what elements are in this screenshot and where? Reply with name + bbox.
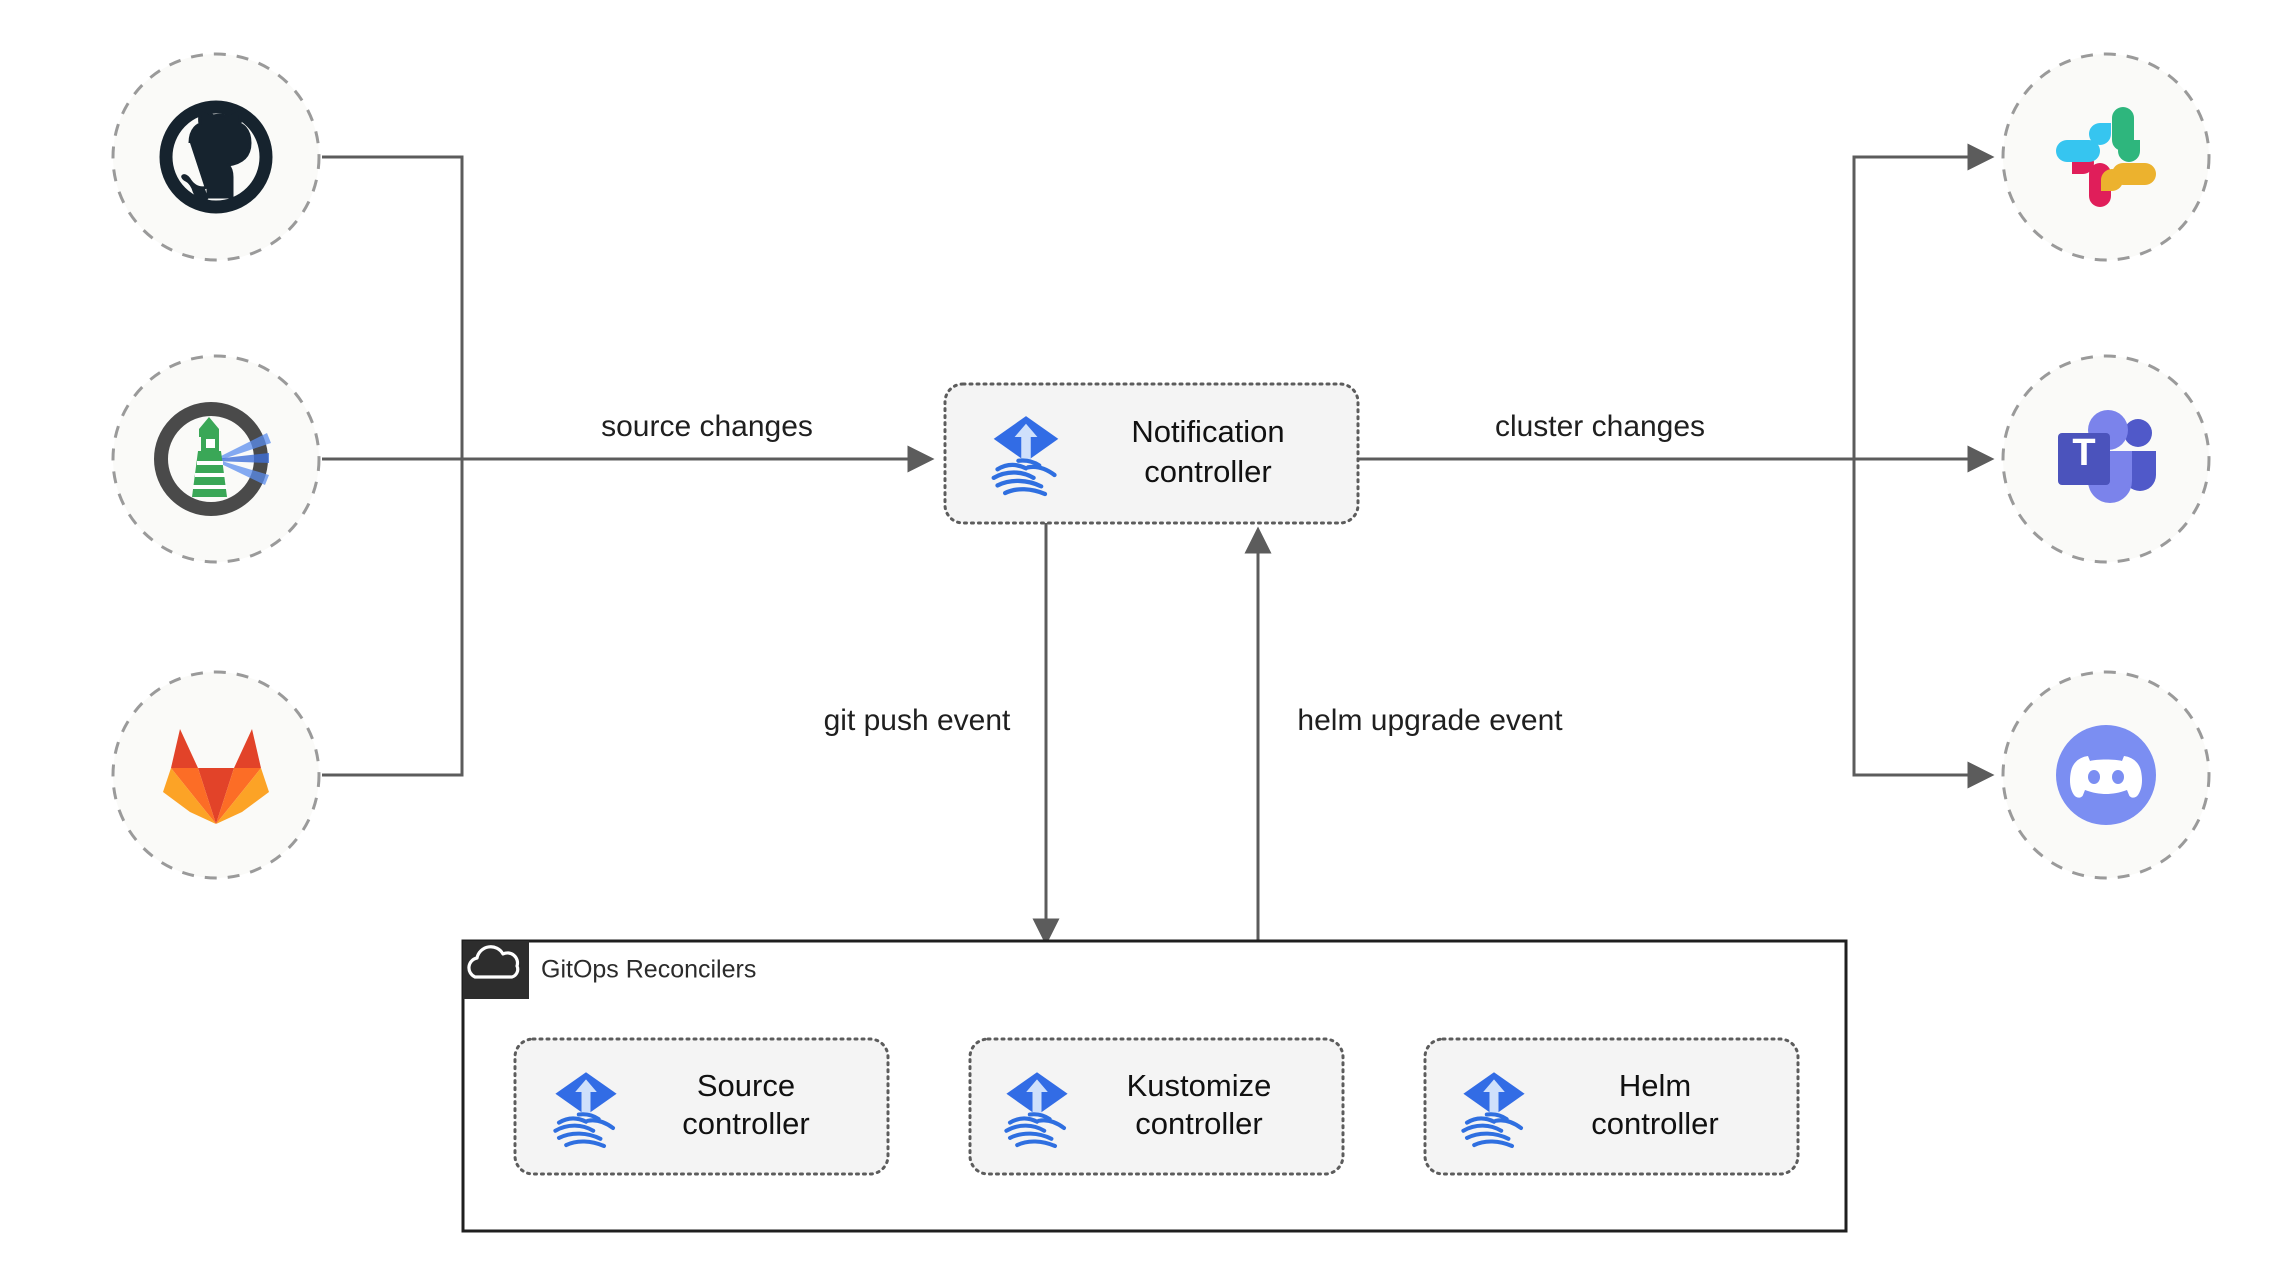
edge-label-cluster-changes: cluster changes [1495, 410, 1705, 443]
source-node-github[interactable] [111, 52, 321, 262]
source-controller-label-2: controller [682, 1106, 810, 1141]
edge-git-push-event: git push event [824, 523, 1060, 946]
source-controller-label-1: Source [697, 1068, 795, 1103]
helm-controller-node[interactable]: Helm controller [1423, 1037, 1800, 1176]
source-node-flux[interactable] [111, 354, 321, 564]
kustomize-controller-label-1: Kustomize [1127, 1068, 1272, 1103]
edge-source-changes: source changes [322, 155, 935, 777]
source-controller-node[interactable]: Source controller [513, 1037, 890, 1176]
destination-node-slack[interactable] [2001, 52, 2211, 262]
destination-node-teams[interactable] [2001, 354, 2211, 564]
discord-icon [2056, 725, 2156, 825]
source-node-gitlab[interactable] [111, 670, 321, 880]
kustomize-controller-node[interactable]: Kustomize controller [968, 1037, 1345, 1176]
notification-controller-label-1: Notification [1131, 414, 1284, 449]
kustomize-controller-label-2: controller [1135, 1106, 1263, 1141]
group-title: GitOps Reconcilers [541, 956, 756, 984]
edge-label-git-push-event: git push event [824, 704, 1011, 737]
edge-label-helm-upgrade-event: helm upgrade event [1297, 704, 1563, 737]
edge-label-source-changes: source changes [601, 410, 813, 443]
edge-cluster-changes: cluster changes [1358, 143, 1995, 789]
notification-controller-label-2: controller [1144, 454, 1272, 489]
helm-controller-label-1: Helm [1619, 1068, 1691, 1103]
edge-helm-upgrade-event: helm upgrade event [1244, 526, 1563, 941]
helm-controller-label-2: controller [1591, 1106, 1719, 1141]
notification-controller-node[interactable]: Notification controller [943, 382, 1360, 525]
destination-node-discord[interactable] [2001, 670, 2211, 880]
